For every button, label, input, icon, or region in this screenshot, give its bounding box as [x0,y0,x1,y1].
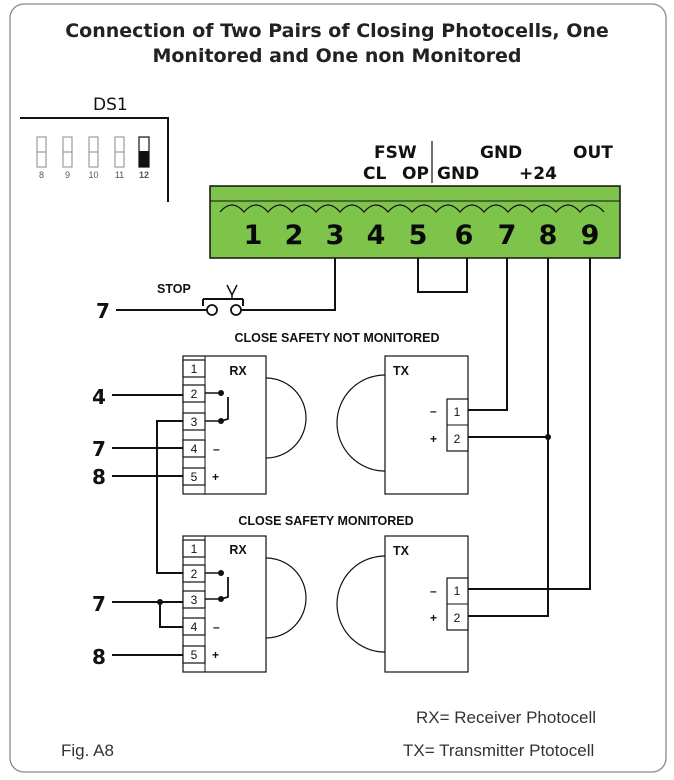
rx-monitored-lens [265,557,307,639]
dip-switch-9: 9 [62,136,73,180]
label-gnd-bottom: GND [437,164,479,184]
tx-not-monitored-label: TX [393,364,410,378]
stop-wire-number: 7 [96,299,110,323]
tx1-pin-1: 1 [454,405,461,419]
rx1-wire-7: 7 [92,437,106,461]
rx1-pin-5: 5 [191,470,198,484]
tx1-minus: – [430,404,437,418]
wire-stop-to-terminal-3 [241,258,336,311]
tx2-pin-2: 2 [454,611,461,625]
rx2-wire-7: 7 [92,592,106,616]
rx-not-monitored-lens [265,377,307,459]
dip-switch-12: 12 [138,136,150,180]
figure-label: Fig. A8 [61,741,114,760]
rx-not-monitored: RX 1 2 3 4 5 – + [182,355,307,495]
rx1-pin-1: 1 [191,362,198,376]
dip-switch-11-label: 11 [115,170,124,180]
wire-tx2-plus-to-terminal-8 [468,437,549,617]
rx1-pin-2: 2 [191,387,198,401]
rx1-plus: + [212,470,219,484]
tx-monitored: TX 1 2 – + [336,535,469,673]
dip-switch-12-label: 12 [139,170,149,180]
dip-switch-11: 11 [114,136,125,180]
dip-switch-frame [20,117,169,202]
rx2-wire-8: 8 [92,645,106,669]
label-out: OUT [573,143,613,163]
terminal-3: 3 [326,220,345,251]
terminal-2: 2 [285,220,304,251]
section-monitored-title: CLOSE SAFETY MONITORED [238,514,413,528]
rx1-pin-4: 4 [191,442,198,456]
rx2-pin-1: 1 [191,542,198,556]
tx1-plus: + [430,432,437,446]
legend-rx: RX= Receiver Photocell [416,708,596,727]
dip-switch-10: 10 [88,136,99,180]
label-gnd-top: GND [480,143,522,163]
rx1-wire-8: 8 [92,465,106,489]
junction-dot-rx2 [157,599,163,605]
terminal-5: 5 [409,220,428,251]
dip-switch-10-label: 10 [88,170,98,180]
tx-monitored-label: TX [393,544,410,558]
tx-monitored-lens [336,555,386,653]
wire-tx2-minus-to-terminal-9 [468,258,591,590]
title-line-2: Monitored and One non Monitored [152,45,521,67]
terminal-1: 1 [244,220,263,251]
rx-monitored: RX 1 2 3 4 5 – + [182,535,307,673]
stop-label: STOP [157,282,191,296]
legend-tx: TX= Transmitter Ptotocell [403,741,594,760]
tx-not-monitored: TX 1 2 – + [336,355,469,495]
stop-switch: STOP [157,282,244,316]
title-line-1: Connection of Two Pairs of Closing Photo… [65,20,609,42]
dip-switch-9-label: 9 [65,170,70,180]
label-cl: CL [363,164,386,184]
terminal-6: 6 [455,220,474,251]
wire-rx2-pin3-to-pin4 [159,602,183,628]
rx2-pin-4: 4 [191,620,198,634]
dip-switch-ds1: DS1 8 9 10 11 12 [20,95,169,202]
terminal-8: 8 [539,220,558,251]
jumper-5-6 [417,258,468,293]
tx1-pin-2: 2 [454,432,461,446]
rx2-plus: + [212,648,219,662]
wire-rx1-pin3-to-rx2-pin2 [156,420,183,574]
tx2-minus: – [430,584,437,598]
outer-frame [9,3,667,773]
section-not-monitored-title: CLOSE SAFETY NOT MONITORED [234,331,439,345]
rx1-wire-4: 4 [92,385,106,409]
label-fsw: FSW [374,143,417,163]
dip-switch-label: DS1 [93,95,128,115]
terminal-7: 7 [498,220,517,251]
rx-monitored-label: RX [229,543,247,557]
rx2-pin-5: 5 [191,648,198,662]
rx2-pin-2: 2 [191,567,198,581]
tx-not-monitored-lens [336,374,386,472]
rx1-pin-3: 3 [191,415,198,429]
tx2-plus: + [430,611,437,625]
label-op: OP [402,164,429,184]
rx2-pin-3: 3 [191,593,198,607]
terminal-4: 4 [367,220,386,251]
dip-switch-8-label: 8 [39,170,44,180]
rx-not-monitored-label: RX [229,364,247,378]
tx2-pin-1: 1 [454,584,461,598]
wire-tx1-minus-to-terminal-7 [468,258,508,411]
rx2-minus: – [213,620,220,634]
terminal-block-body [209,185,621,259]
label-plus24: +24 [519,164,557,184]
rx1-minus: – [213,442,220,456]
terminal-block: 1 2 3 4 5 6 7 8 9 [209,185,621,259]
dip-switch-8: 8 [36,136,47,180]
terminal-9: 9 [581,220,600,251]
